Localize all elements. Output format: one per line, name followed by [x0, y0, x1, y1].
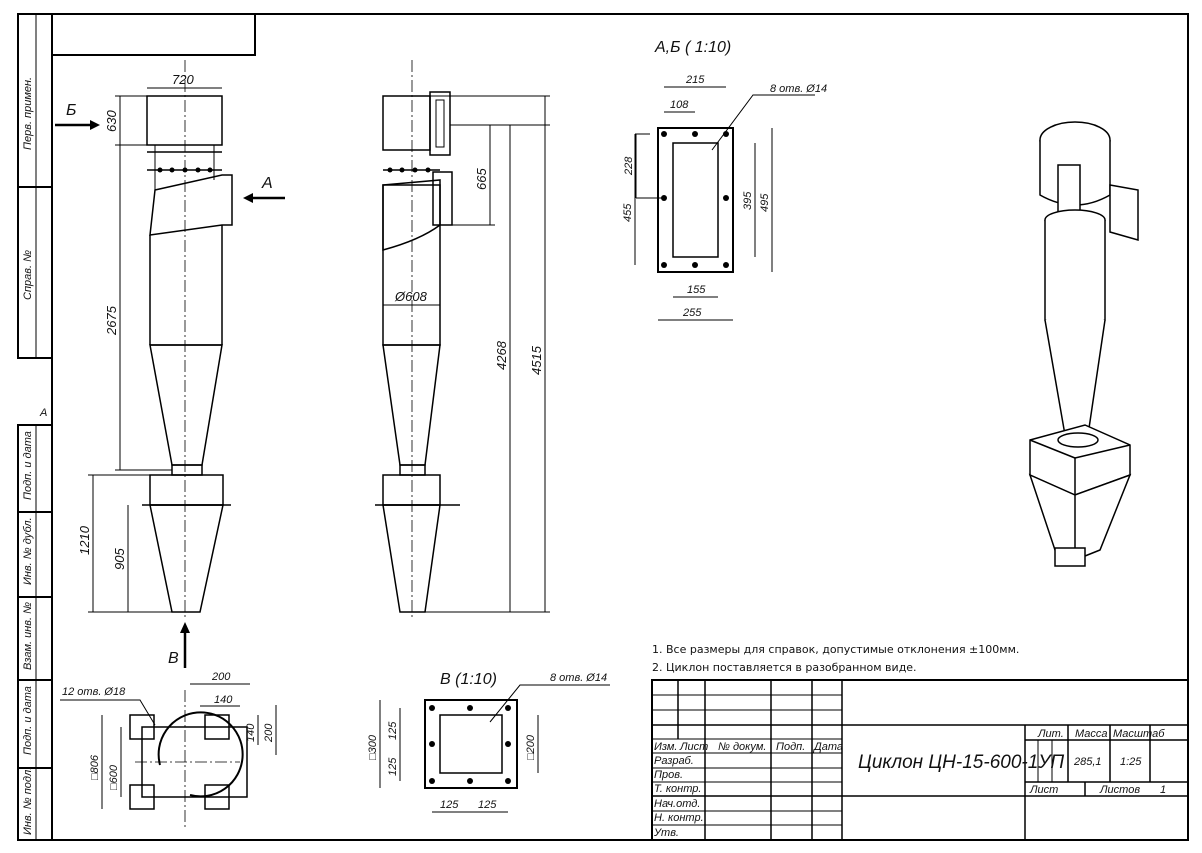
margin-label: Справ. №	[22, 250, 34, 300]
dim-2675: 2675	[104, 305, 119, 336]
role-tech-control: Т. контр.	[654, 783, 701, 795]
dim-sq806: □806	[89, 754, 101, 780]
dim-125-bottom: 125	[387, 757, 399, 776]
dim-215: 215	[685, 74, 705, 86]
dim-200-v: 200	[263, 723, 275, 743]
note-2: 2. Циклон поставляется в разобранном вид…	[652, 661, 917, 674]
dim-630: 630	[104, 110, 119, 132]
dim-255: 255	[682, 307, 702, 319]
front-view: 720 630 2675 1210 905 Б А В	[55, 60, 285, 668]
mass-label: Масса	[1075, 728, 1108, 740]
dim-125-left: 125	[440, 799, 459, 811]
dim-4515: 4515	[529, 345, 544, 375]
dim-4268: 4268	[494, 340, 509, 370]
isometric-view	[1028, 121, 1139, 567]
margin-label: Инв. № дубл.	[22, 517, 34, 585]
dim-diameter-608: Ø608	[394, 289, 428, 304]
dim-665: 665	[474, 168, 489, 190]
side-view: Ø608 665 4268 4515	[375, 60, 550, 620]
header-doc-number: № докум.	[718, 741, 766, 753]
outlet-view-title: В (1:10)	[440, 671, 497, 688]
title-block: Изм. Лист № докум. Подп. Дата Разраб. Пр…	[651, 679, 1189, 841]
role-norm-control: Н. контр.	[654, 812, 704, 824]
drawing-title: Циклон ЦН-15-600-1УП	[858, 752, 1064, 773]
margin-label: Подп. и дата	[22, 686, 34, 755]
flange-view-title: А,Б ( 1:10)	[654, 39, 731, 56]
sheet-label: Лист	[1029, 784, 1058, 796]
dim-455: 455	[622, 203, 634, 222]
dim-sq200: □200	[525, 734, 537, 760]
header-date: Дата	[812, 741, 843, 753]
header-signature: Подп.	[776, 741, 805, 753]
flange-view: А,Б ( 1:10) 8 отв. Ø14 215 108 455 228 3…	[622, 39, 827, 321]
dim-200: 200	[211, 671, 231, 683]
scale-value: 1:25	[1120, 756, 1142, 768]
role-approved: Утв.	[653, 827, 679, 839]
scale-label: Масштаб	[1113, 728, 1165, 740]
sheets-label: Листов	[1099, 784, 1140, 796]
dim-1210: 1210	[77, 525, 92, 555]
dim-905: 905	[112, 548, 127, 570]
view-arrow-b-label: Б	[66, 102, 76, 119]
margin-label: Инв. № подл.	[22, 767, 34, 835]
view-arrow-a-label: А	[261, 175, 273, 192]
header-izm: Изм.	[654, 741, 677, 753]
view-arrow-v-label: В	[168, 650, 179, 667]
dim-720: 720	[172, 72, 194, 87]
margin-mark: А	[39, 407, 47, 419]
sheets-value: 1	[1160, 784, 1166, 796]
plan-view: 12 отв. Ø18 200 140 140 200 □806 □600	[60, 671, 277, 830]
header-list: Лист	[679, 741, 708, 753]
notes: 1. Все размеры для справок, допустимые о…	[652, 643, 1019, 674]
dim-sq600: □600	[108, 764, 120, 790]
dim-228: 228	[623, 156, 635, 176]
mass-value: 285,1	[1073, 756, 1102, 768]
dim-495: 495	[759, 193, 771, 212]
dim-140-v: 140	[245, 723, 257, 742]
note-1: 1. Все размеры для справок, допустимые о…	[652, 643, 1019, 656]
flange-holes-label: 8 отв. Ø14	[770, 83, 827, 95]
dim-155: 155	[687, 284, 706, 296]
margin-labels: Перв. примен. Справ. № Подп. и дата Инв.…	[22, 77, 47, 835]
dim-125-right: 125	[478, 799, 497, 811]
drawing-frame	[17, 13, 1189, 841]
margin-label: Перв. примен.	[22, 77, 34, 150]
margin-label: Взам. инв. №	[22, 602, 34, 670]
dim-395: 395	[742, 191, 754, 210]
dim-sq300: □300	[367, 734, 379, 760]
role-checker: Пров.	[654, 769, 683, 781]
outlet-holes-label: 8 отв. Ø14	[550, 672, 607, 684]
role-dept-head: Нач.отд.	[654, 798, 700, 810]
lit-label: Лит.	[1037, 728, 1064, 740]
role-developer: Разраб.	[654, 755, 694, 767]
dim-108: 108	[670, 99, 689, 111]
margin-label: Подп. и дата	[22, 431, 34, 500]
plan-holes-label: 12 отв. Ø18	[62, 686, 126, 698]
outlet-view: В (1:10) 8 отв. Ø14 □300 125 125 □200 12…	[367, 671, 610, 813]
dim-140: 140	[214, 694, 233, 706]
dim-125-top: 125	[387, 721, 399, 740]
